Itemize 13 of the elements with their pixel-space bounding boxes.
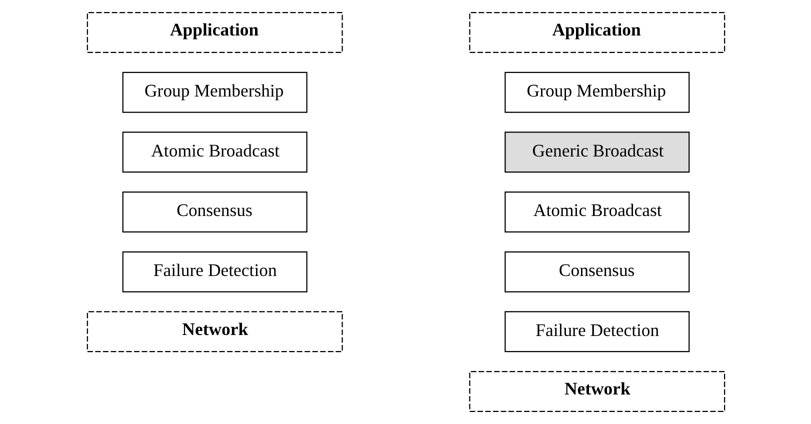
node-box: Consensus bbox=[504, 251, 690, 292]
node-box: Atomic Broadcast bbox=[122, 132, 307, 173]
node-box: Consensus bbox=[122, 192, 307, 232]
node-box: Failure Detection bbox=[122, 251, 307, 292]
node-box: Atomic Broadcast bbox=[504, 192, 690, 232]
node-box: Group Membership bbox=[122, 72, 307, 113]
node-box: Network bbox=[468, 371, 725, 412]
node-box: Network bbox=[86, 311, 342, 352]
node-box: Generic Broadcast bbox=[504, 132, 690, 173]
node-box: Failure Detection bbox=[504, 311, 690, 352]
node-box: Group Membership bbox=[504, 72, 690, 113]
node-box: Application bbox=[86, 12, 342, 53]
node-box: Application bbox=[468, 12, 725, 53]
